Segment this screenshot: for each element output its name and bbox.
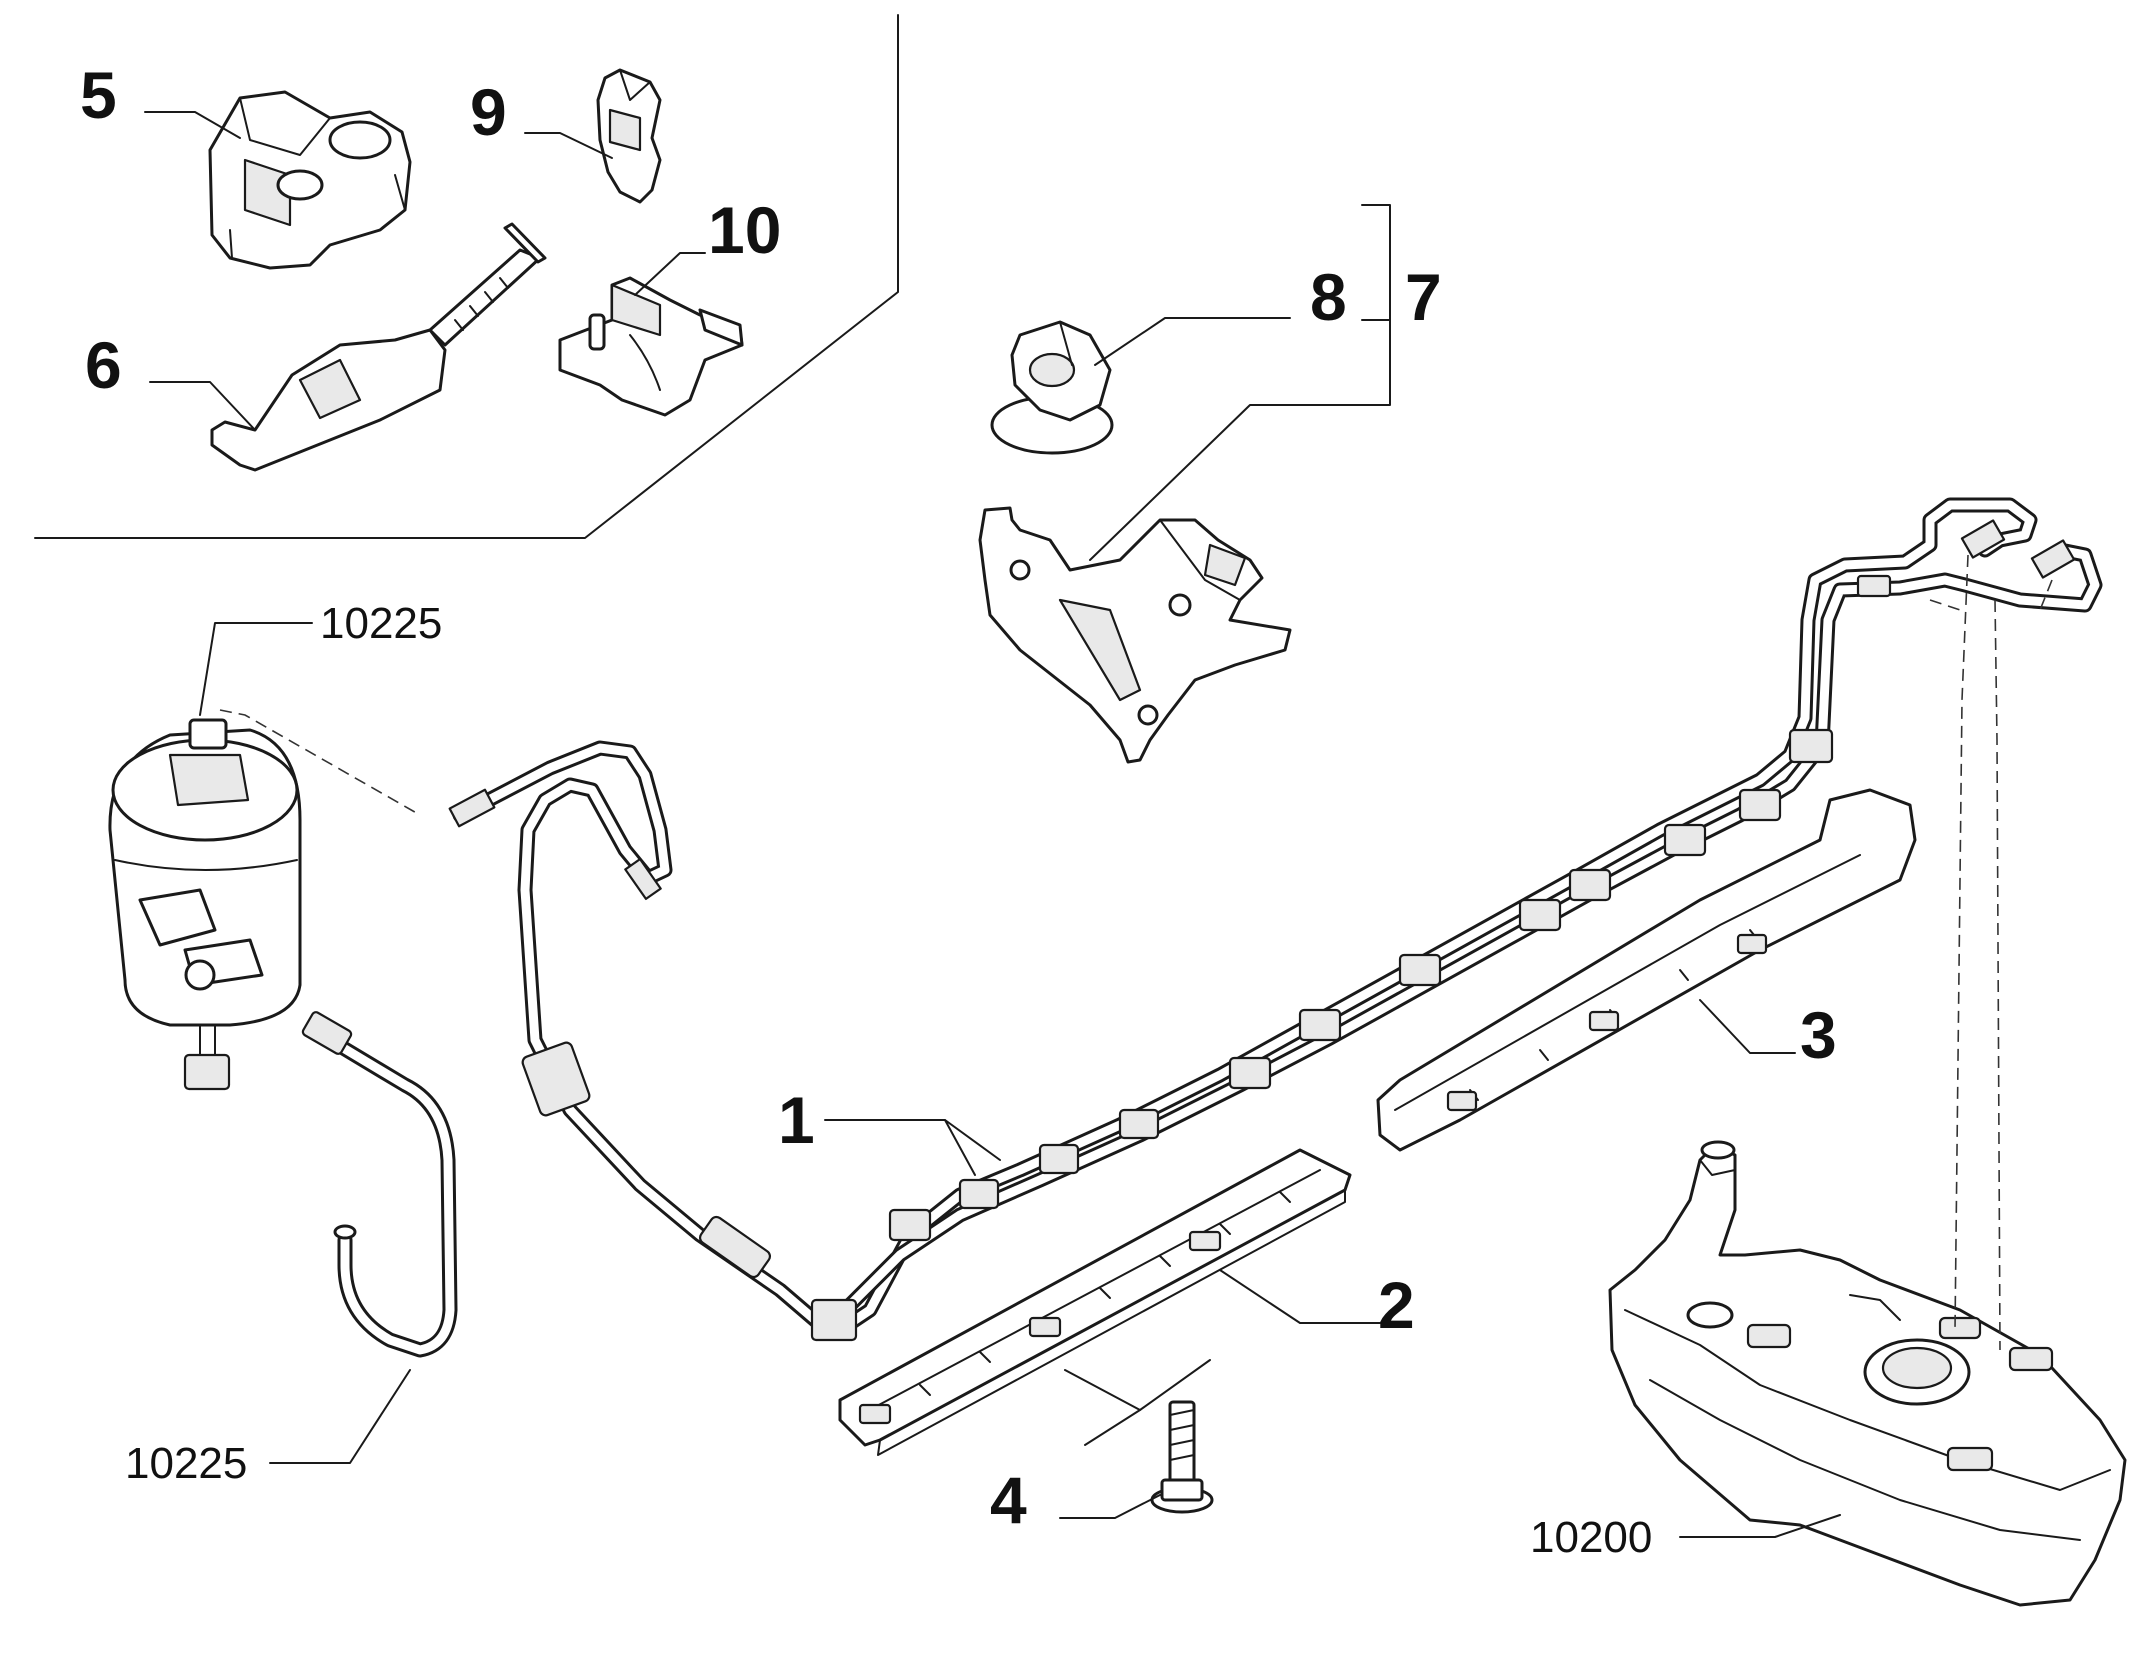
part-10-saddle-clip [558,276,744,417]
callout-7: 7 [1405,260,1442,334]
part-10225-fuel-filter [108,718,302,1091]
part-9-clip [596,68,662,204]
callout-3: 3 [1800,998,1837,1072]
callout-10225-filter: 10225 [320,599,442,648]
callout-10: 10 [708,193,781,267]
part-2-cover-rail [838,1148,1352,1456]
callout-8: 8 [1310,260,1347,334]
part-10200-fuel-tank [1608,1140,2127,1607]
part-3-cover-rail [1376,788,1917,1152]
callout-9: 9 [470,75,507,149]
leader-lines [144,111,1841,1538]
callout-1: 1 [778,1083,815,1157]
part-7-bracket [978,506,1292,764]
callout-2: 2 [1378,1268,1415,1342]
part-8-clip [990,320,1114,455]
callout-4: 4 [990,1463,1027,1537]
callout-10200: 10200 [1530,1513,1652,1562]
inset-boundary [34,14,899,539]
callout-10225-hose: 10225 [125,1439,247,1488]
assembly-guide-lines [219,554,2053,1351]
callout-labels: 5 6 9 10 8 7 1 2 3 4 10225 10225 10200 [80,58,1837,1562]
part-4-bolt [1150,1400,1214,1514]
callout-6: 6 [85,328,122,402]
part-6-clip-bracket [210,222,547,472]
part-10225-hose [301,1011,458,1358]
callout-5: 5 [80,58,117,132]
part-5-clip [208,90,412,270]
part-1-fuel-line-assembly [448,497,2103,1342]
